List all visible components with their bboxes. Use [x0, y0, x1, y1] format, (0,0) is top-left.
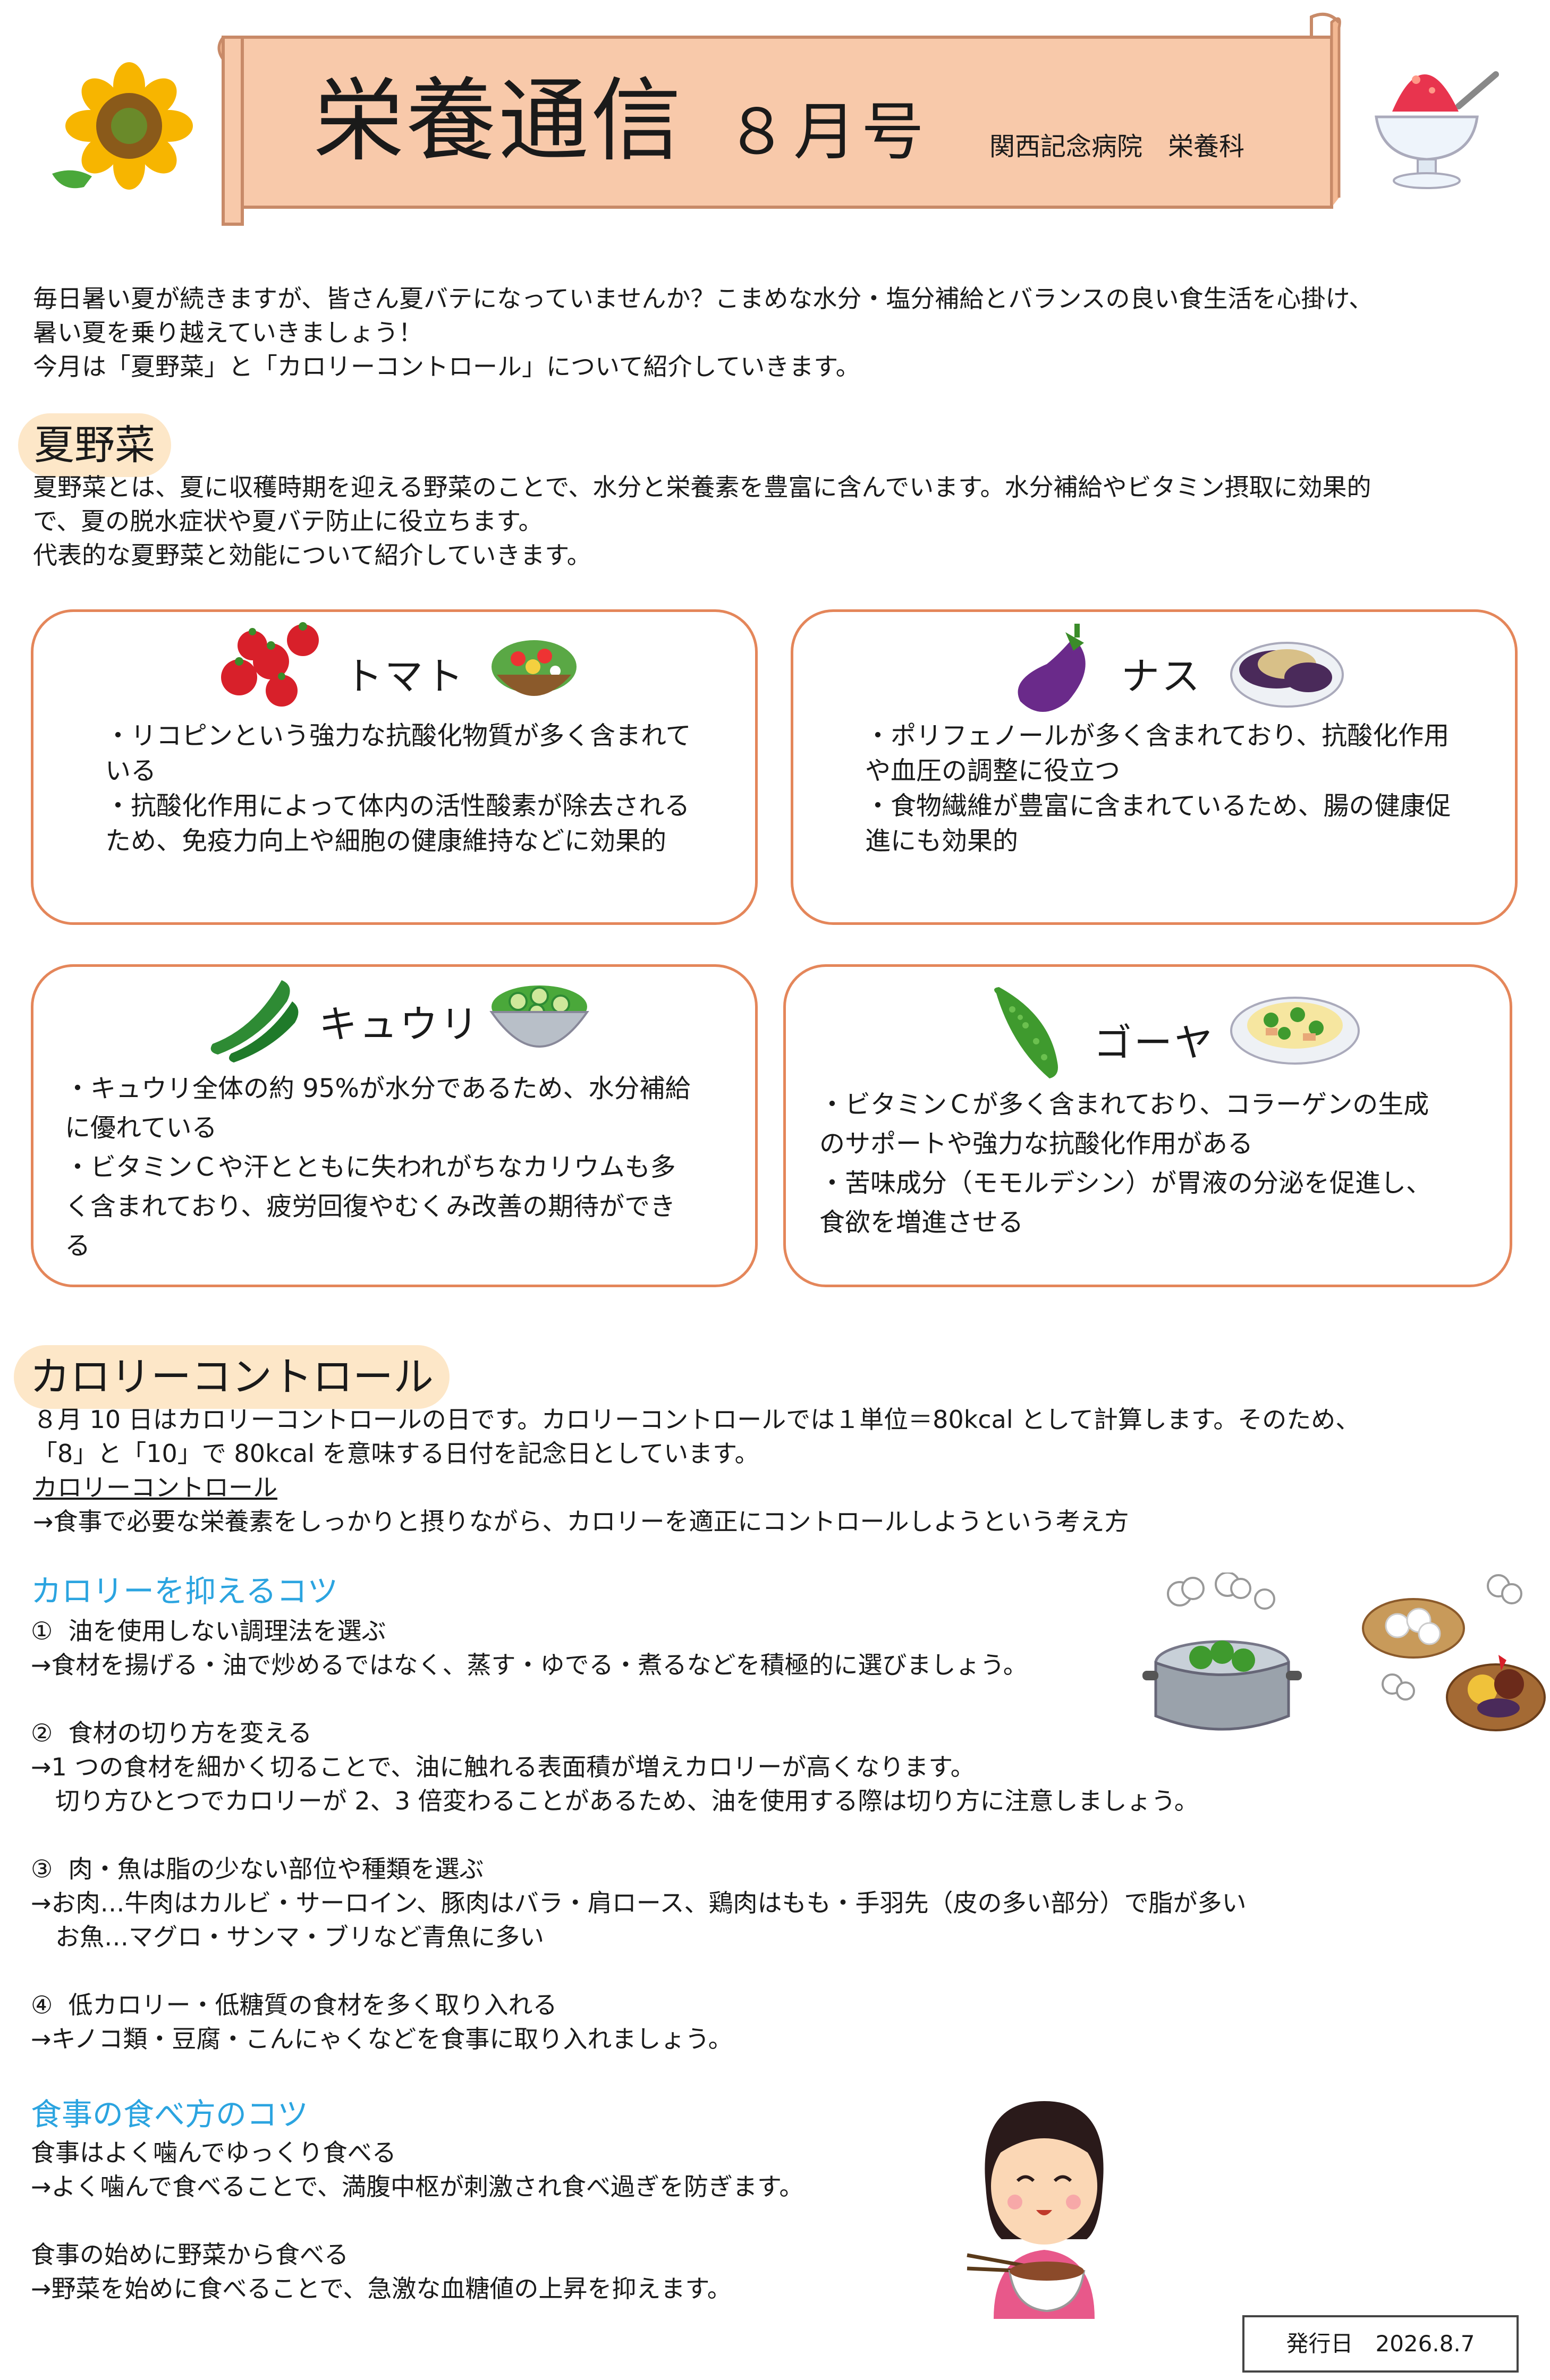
cucumber-card	[31, 964, 758, 1287]
tomato-icon	[213, 619, 329, 709]
tip-line: →食材を揚げる・油で炒めるではなく、蒸す・ゆでる・煮るなどを積極的に選びましょう…	[31, 1651, 1028, 1679]
intro-line: 毎日暑い夏が続きますが、皆さん夏バテになっていませんか？こまめな水分・塩分補給と…	[33, 284, 1374, 313]
shaved-ice-icon	[1366, 48, 1504, 191]
spacer	[31, 1954, 1246, 1988]
tip-line: 切り方ひとつでカロリーが 2、3 倍変わることがあるため、油を使用する際は切り方…	[31, 1787, 1199, 1815]
card-line: 食欲を増進させる	[819, 1208, 1024, 1237]
cucumber-title: キュウリ	[319, 1002, 481, 1047]
card-line: ・キュウリ全体の約 95%が水分であるため、水分補給	[65, 1074, 691, 1103]
eating-tips-heading: 食事の食べ方のコツ	[31, 2096, 309, 2132]
issue-date: 発行日 2026.8.7	[1242, 2315, 1519, 2373]
tip-line: →野菜を始めに食べることで、急激な血糖値の上昇を抑えます。	[31, 2274, 732, 2303]
tomato-card	[31, 609, 758, 925]
definition-term: カロリーコントロール	[33, 1473, 277, 1502]
card-line: ・ポリフェノールが多く含まれており、抗酸化作用	[865, 721, 1450, 751]
cucumber-description: ・キュウリ全体の約 95%が水分であるため、水分補給 に優れている ・ビタミンＣ…	[65, 1069, 690, 1265]
calorie-control-heading: カロリーコントロール	[14, 1345, 450, 1409]
bitter-melon-card	[783, 964, 1512, 1287]
tip-title: 食事の始めに野菜から食べる	[31, 2240, 349, 2269]
girl-eating-icon	[956, 2096, 1132, 2319]
tip-line: →お肉…牛肉はカルビ・サーロイン、豚肉はバラ・肩ロース、鶏肉はもも・手羽先（皮の…	[31, 1889, 1247, 1917]
card-line: る	[65, 1231, 91, 1261]
simmered-dish-icon	[1360, 1570, 1546, 1740]
section-line: 夏野菜とは、夏に収穫時期を迎える野菜のことで、水分と栄養素を豊富に含んでいます。…	[33, 473, 1371, 502]
calorie-tips-list: ① 油を使用しない調理法を選ぶ →食材を揚げる・油で炒めるではなく、蒸す・ゆでる…	[31, 1614, 1246, 2056]
bitter-melon-description: ・ビタミンＣが多く含まれており、コラーゲンの生成 のサポートや強力な抗酸化作用が…	[819, 1085, 1432, 1242]
tip-title: ③ 肉・魚は脂の少ない部位や種類を選ぶ	[31, 1855, 484, 1883]
card-line: ・苦味成分（モモルデシン）が胃液の分泌を促進し、	[819, 1168, 1432, 1198]
title-banner	[217, 6, 1349, 230]
card-line: 進にも効果的	[865, 826, 1019, 856]
tip-line: →よく噛んで食べることで、満腹中枢が刺激され食べ過ぎを防ぎます。	[31, 2172, 804, 2201]
spacer	[31, 2204, 803, 2238]
tomato-description: ・リコピンという強力な抗酸化物質が多く含まれて いる ・抗酸化作用によって体内の…	[105, 718, 691, 858]
card-line: ため、免疫力向上や細胞の健康維持などに効果的	[105, 826, 667, 856]
card-line: ・ビタミンＣが多く含まれており、コラーゲンの生成	[819, 1090, 1429, 1119]
section-line: ８月 10 日はカロリーコントロールの日です。カロリーコントロールでは１単位＝8…	[33, 1405, 1360, 1434]
eggplant-icon	[1010, 622, 1100, 717]
summer-vegetables-text: 夏野菜とは、夏に収穫時期を迎える野菜のことで、水分と栄養素を豊富に含んでいます。…	[33, 470, 1371, 572]
tip-title: ① 油を使用しない調理法を選ぶ	[31, 1617, 386, 1645]
intro-text: 毎日暑い夏が続きますが、皆さん夏バテになっていませんか？こまめな水分・塩分補給と…	[33, 282, 1373, 384]
tomato-title: トマト	[344, 654, 466, 699]
calorie-control-text: ８月 10 日はカロリーコントロールの日です。カロリーコントロールでは１単位＝8…	[33, 1402, 1360, 1538]
card-line: のサポートや強力な抗酸化作用がある	[819, 1129, 1253, 1159]
spacer	[31, 1818, 1246, 1852]
goya-champuru-icon	[1229, 983, 1361, 1068]
bitter-melon-title: ゴーヤ	[1094, 1021, 1215, 1065]
section-line: 「8」と「10」で 80kcal を意味する日付を記念日としています。	[33, 1439, 759, 1468]
eggplant-dish-icon	[1229, 627, 1345, 712]
tip-line: お魚…マグロ・サンマ・ブリなど青魚に多い	[31, 1923, 544, 1951]
section-line: で、夏の脱水症状や夏バテ防止に役立ちます。	[33, 507, 543, 536]
spacer	[31, 1682, 1246, 1716]
card-line: や血圧の調整に役立つ	[865, 756, 1121, 786]
summer-vegetables-heading: 夏野菜	[18, 413, 171, 477]
cucumber-icon	[202, 970, 308, 1065]
section-line: 代表的な夏野菜と効能について紹介していきます。	[33, 541, 591, 570]
sunflower-icon	[41, 60, 201, 208]
intro-line: 今月は「夏野菜」と「カロリーコントロール」について紹介していきます。	[33, 352, 860, 381]
eggplant-description: ・ポリフェノールが多く含まれており、抗酸化作用 や血圧の調整に役立つ ・食物繊維…	[865, 718, 1451, 858]
eggplant-card	[791, 609, 1518, 925]
calorie-tips-heading: カロリーを抑えるコツ	[31, 1573, 338, 1609]
card-line: ・抗酸化作用によって体内の活性酸素が除去される	[105, 791, 690, 821]
salad-icon	[486, 624, 582, 709]
tip-title: ② 食材の切り方を変える	[31, 1719, 312, 1747]
card-line: に優れている	[65, 1113, 217, 1143]
newsletter-title: 栄養通信	[314, 69, 684, 174]
card-line: ・食物繊維が豊富に含まれているため、腸の健康促	[865, 791, 1451, 821]
card-line: く含まれており、疲労回復やむくみ改善の期待ができ	[65, 1192, 676, 1221]
card-line: いる	[105, 756, 157, 786]
card-line: ・ビタミンＣや汗とともに失われがちなカリウムも多	[65, 1152, 676, 1182]
tip-title: ④ 低カロリー・低糖質の食材を多く取り入れる	[31, 1991, 557, 2019]
card-line: ・リコピンという強力な抗酸化物質が多く含まれて	[105, 721, 691, 751]
tip-title: 食事はよく噛んでゆっくり食べる	[31, 2138, 396, 2167]
issue-label: ８月号	[725, 95, 930, 168]
eating-tips-list: 食事はよく噛んでゆっくり食べる →よく噛んで食べることで、満腹中枢が刺激され食べ…	[31, 2136, 803, 2306]
intro-line: 暑い夏を乗り越えていきましょう！	[33, 318, 423, 347]
bitter-melon-icon	[980, 983, 1065, 1084]
eggplant-title: ナス	[1121, 654, 1202, 699]
definition-text: →食事で必要な栄養素をしっかりと摂りながら、カロリーを適正にコントロールしようと…	[33, 1507, 1129, 1536]
tip-line: →1 つの食材を細かく切ることで、油に触れる表面積が増えカロリーが高くなります。	[31, 1753, 975, 1781]
tip-line: →キノコ類・豆腐・こんにゃくなどを食事に取り入れましょう。	[31, 2025, 733, 2053]
cucumber-bowl-icon	[486, 975, 592, 1060]
department-label: 関西記念病院 栄養科	[989, 132, 1245, 162]
steaming-pot-icon	[1142, 1571, 1302, 1748]
